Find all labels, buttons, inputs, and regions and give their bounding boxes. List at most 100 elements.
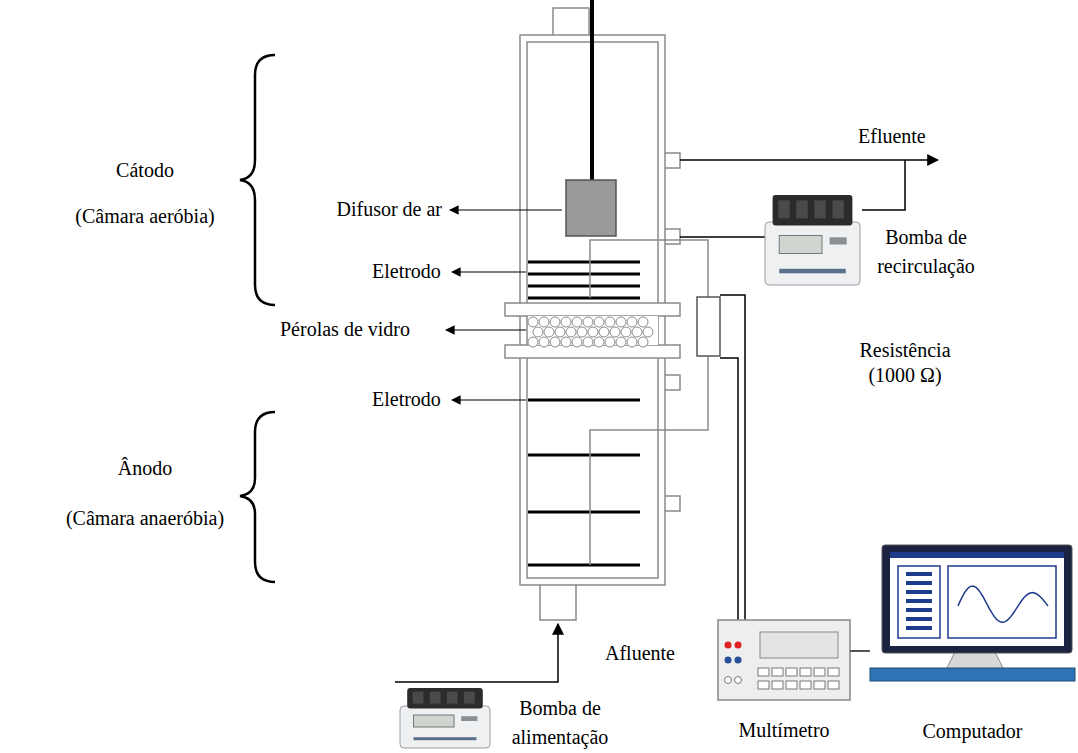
pump-icon [407,688,483,708]
multimeter-icon [735,677,742,684]
computer-icon [948,566,1056,638]
multimeter-icon [725,677,732,684]
wire [590,240,708,298]
glass-beads [610,327,620,337]
multimeter-icon [760,632,838,658]
computer-icon [906,599,932,603]
computer-icon [890,552,1064,558]
multimeter-icon [800,668,811,676]
multimeter-icon [772,668,783,676]
reactor-wall [505,303,680,316]
pipe [862,160,905,210]
pipe [680,159,938,161]
pump-node: Bomba de recirculação [765,195,860,285]
leader-line [452,271,526,272]
multimeter-icon [814,668,825,676]
glass-beads [583,337,593,347]
computer-icon [882,545,1072,653]
pump-icon [779,269,846,274]
glass-beads [627,337,637,347]
device-label: Computador [870,717,1075,746]
leader-line [446,329,526,330]
part-label: Afluente [605,641,675,666]
device-label: Bomba de recirculação [862,223,990,281]
glass-beads [539,337,549,347]
glass-beads [555,327,565,337]
part-label: Eletrodo [372,259,441,284]
computer-icon [870,545,1075,681]
glass-beads [561,317,571,327]
part-label: Efluente [858,124,926,149]
pump-icon [796,200,807,218]
glass-beads [616,317,626,327]
pump-icon [414,715,455,727]
glass-beads [572,317,582,327]
air-diffuser [566,180,616,236]
pump-icon [832,200,843,218]
pump-icon [464,692,475,704]
pump-icon [414,737,477,740]
glass-beads [599,327,609,337]
pump-icon [400,706,490,748]
glass-beads [643,327,653,337]
electrode [528,297,640,300]
pump-icon [830,237,847,244]
pump-icon [765,222,860,285]
bracket [240,55,275,305]
pump-icon [779,236,822,254]
glass-beads [583,317,593,327]
computer-icon [906,581,932,585]
glass-beads [550,337,560,347]
electrode [528,262,640,565]
glass-beads [577,327,587,337]
leader-line [446,210,562,400]
multimeter-icon [735,657,742,664]
glass-beads [528,317,653,347]
part-label: (Câmara aeróbia) [75,204,214,229]
multimeter-node: Multímetro [718,620,850,700]
computer-icon [906,626,932,630]
multimeter-icon [828,668,839,676]
part-label: Pérolas de vidro [280,317,410,342]
glass-beads [605,337,615,347]
air-rod [590,0,594,182]
glass-beads [605,317,615,327]
glass-beads [616,337,626,347]
pump-icon [765,195,860,285]
device-icons [400,195,1075,748]
glass-beads [533,327,543,337]
electrode [528,511,640,514]
leader-line [452,399,526,400]
glass-beads [572,337,582,347]
pump-icon [773,195,853,226]
glass-beads [627,317,637,327]
part-label: Cátodo [116,158,174,183]
computer-icon [958,586,1048,622]
electrode [528,564,640,567]
glass-beads [632,327,642,337]
part-label: Difusor de ar [336,197,442,222]
pipe [395,624,558,682]
wire [720,295,745,640]
glass-beads [528,337,538,347]
glass-beads [588,327,598,337]
glass-beads [621,327,631,337]
pump-node: Bomba de alimentação [400,688,490,748]
pump-icon [413,692,424,704]
pump-icon [400,688,490,748]
multimeter-icon [786,668,797,676]
computer-icon [898,566,940,638]
multimeter-icon [718,620,850,700]
computer-icon [870,668,1075,681]
computer-icon [906,617,932,621]
glass-beads [561,337,571,347]
pump-icon [430,692,441,704]
glass-beads [566,327,576,337]
multimeter-icon [800,681,811,689]
resistor-symbol [697,297,720,356]
part-label: Resistência (1000 Ω) [838,338,972,388]
glass-beads [550,317,560,327]
electrode [528,261,640,264]
pipe [395,160,938,682]
